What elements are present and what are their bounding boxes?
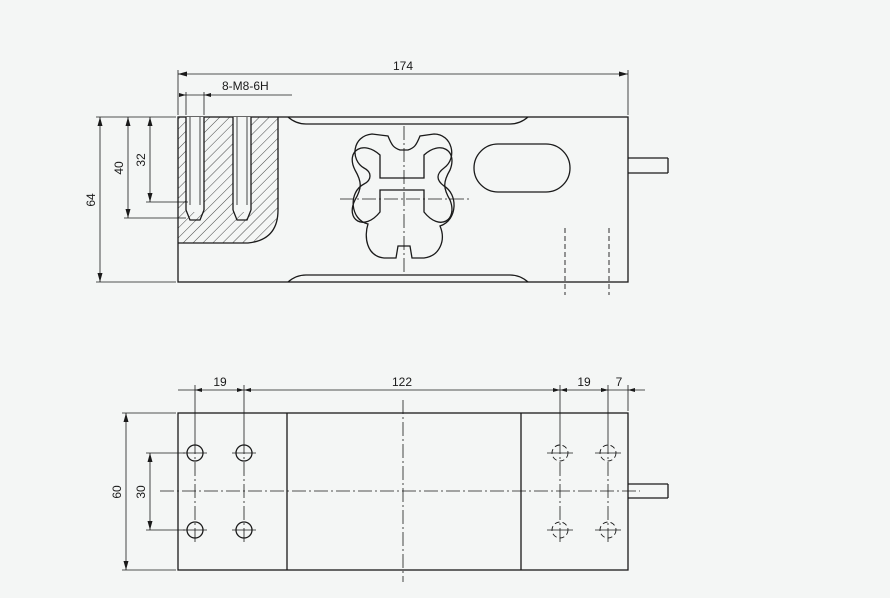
mount-hole-right-top-2 xyxy=(595,444,621,462)
mount-hole-right-bottom-1 xyxy=(547,521,573,539)
threaded-hole-2 xyxy=(232,117,252,221)
dim-height: 64 xyxy=(84,116,176,283)
mount-hole-right-bottom-2 xyxy=(595,521,621,539)
mount-hole-right-top-1 xyxy=(547,444,573,462)
cable-side xyxy=(628,157,669,174)
threaded-section-outline xyxy=(178,117,279,244)
binocular-hole xyxy=(351,147,453,223)
dim-19-left-label: 19 xyxy=(213,375,227,389)
dim-19-right-label: 19 xyxy=(577,375,591,389)
mount-hole-left-bottom-1 xyxy=(183,521,207,539)
dim-122-label: 122 xyxy=(392,375,412,389)
side-view: 174 8-M8-6H 64 40 xyxy=(84,59,669,295)
threaded-hole-1 xyxy=(185,117,205,221)
dim-64-label: 64 xyxy=(84,193,98,207)
dim-32-label: 32 xyxy=(134,153,148,167)
bottom-groove xyxy=(287,274,529,283)
dim-plan-horizontal: 19 122 19 7 xyxy=(178,375,645,440)
plan-view: 19 122 19 7 60 30 xyxy=(110,375,669,582)
thread-spec-label: 8-M8-6H xyxy=(222,79,269,93)
dim-thread: 8-M8-6H xyxy=(179,79,292,115)
cable-plan xyxy=(628,483,669,499)
dim-40-label: 40 xyxy=(112,161,126,175)
dim-depth-32: 32 xyxy=(134,117,188,203)
mount-hole-left-top-1 xyxy=(183,444,207,462)
gauge-cover xyxy=(473,143,571,193)
top-groove xyxy=(287,116,529,125)
binocular-outline xyxy=(352,133,455,259)
dim-7-label: 7 xyxy=(616,375,623,389)
dim-174-label: 174 xyxy=(393,59,413,73)
mount-hole-left-top-2 xyxy=(232,444,256,462)
dim-width: 60 xyxy=(110,412,176,571)
mount-hole-left-bottom-2 xyxy=(232,521,256,539)
dim-overall-length: 174 xyxy=(177,59,629,115)
dim-60-label: 60 xyxy=(110,485,124,499)
dim-hole-spacing: 30 xyxy=(134,452,185,531)
dim-30-label: 30 xyxy=(134,485,148,499)
dim-depth-40: 40 xyxy=(112,117,186,219)
